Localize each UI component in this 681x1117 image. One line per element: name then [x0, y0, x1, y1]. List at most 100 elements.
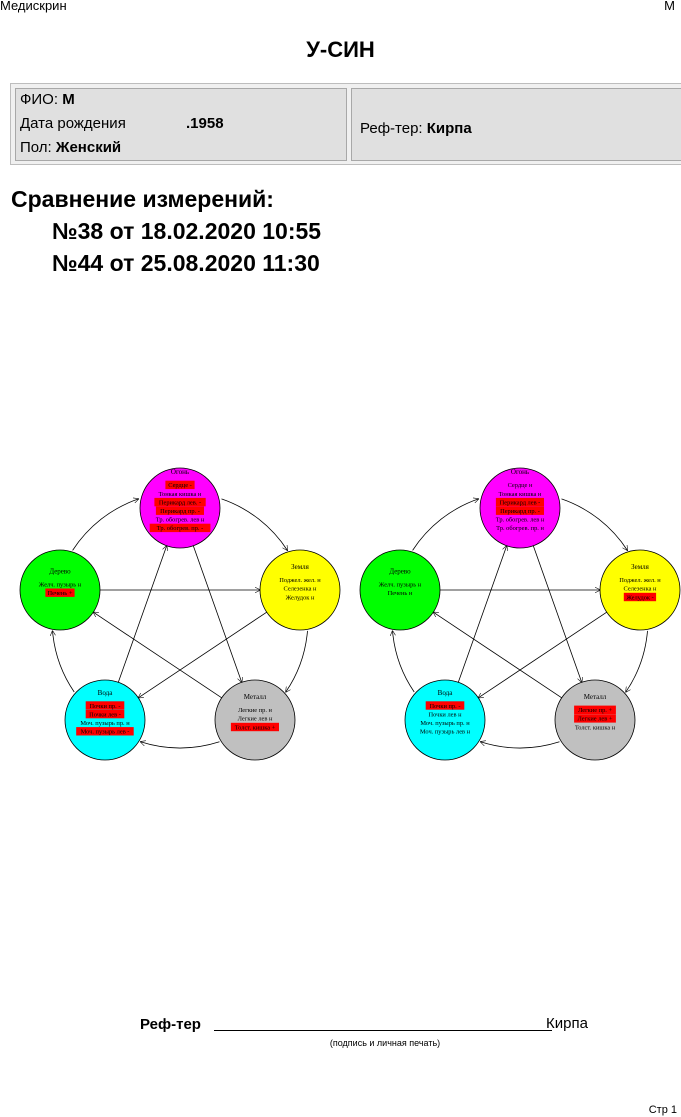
organ-reading: Легкие лев +	[578, 716, 613, 723]
organ-reading: Почки пр. -	[430, 703, 461, 710]
abnormal-highlight	[154, 497, 206, 507]
abnormal-highlight	[45, 588, 75, 597]
element-title-water: Вода	[98, 689, 114, 697]
app-name: Медискрин	[0, 0, 67, 13]
organ-reading: Моч. пузырь лев н	[420, 729, 471, 736]
control-arrow-earth-water	[478, 611, 607, 698]
organ-reading: Перикард лев. -	[159, 499, 201, 506]
organ-reading: Почки лев н	[428, 711, 462, 718]
abnormal-highlight	[425, 701, 465, 710]
abnormal-highlight	[76, 727, 134, 736]
signature-name: Кирпа	[546, 1015, 588, 1032]
organ-reading: Желудок -	[626, 594, 654, 601]
organ-reading: Печень +	[48, 590, 73, 597]
abnormal-highlight	[155, 506, 204, 515]
organ-reading: Тр. обогрев. пр. н	[496, 525, 544, 532]
abnormal-highlight	[574, 714, 616, 723]
abnormal-highlight	[495, 506, 544, 515]
dob-row: Дата рождения .1958	[20, 115, 224, 132]
organ-reading: Сердце -	[168, 482, 192, 489]
page-number: Стр 1	[648, 1104, 677, 1116]
organ-reading: Перикард лев -	[500, 499, 541, 506]
cycle-arrow-metal	[141, 742, 220, 749]
organ-reading: Толст. кишка +	[235, 724, 276, 731]
element-circle-water	[64, 679, 146, 761]
signature-note: (подпись и личная печать)	[329, 1038, 441, 1048]
organ-reading: Почки пр. -	[90, 703, 121, 710]
organ-reading: Желудок н	[286, 594, 315, 601]
comparison-heading: Сравнение измерений:	[11, 186, 274, 212]
sex-label: Пол:	[20, 139, 52, 156]
control-arrow-earth-water	[138, 611, 267, 698]
dob-value: .1958	[186, 115, 224, 132]
abnormal-highlight	[149, 523, 211, 533]
organ-reading: Почки лев -	[89, 711, 121, 718]
element-circle-earth	[599, 549, 681, 631]
organ-reading: Моч. пузырь пр. н	[80, 720, 130, 727]
cycle-arrow-fire	[221, 498, 288, 551]
cycle-arrow-wood	[412, 499, 479, 551]
cycle-arrow-water	[393, 631, 415, 693]
control-arrow-metal-wood	[433, 612, 562, 699]
control-arrow-metal-wood	[93, 612, 222, 699]
abnormal-highlight	[623, 592, 657, 602]
organ-reading: Моч. пузырь лев -	[81, 729, 130, 736]
control-arrow-fire-metal	[192, 545, 241, 683]
sex-value: Женский	[55, 139, 122, 156]
element-circle-metal	[214, 679, 296, 761]
fio-label: ФИО:	[20, 91, 59, 108]
organ-reading: Толст. кишка н	[575, 724, 616, 731]
element-circle-water	[404, 679, 486, 761]
element-title-fire: Огонь	[511, 468, 529, 476]
organ-reading: Тонкая кишка н	[499, 491, 542, 498]
patient-details-cell: ФИО: М Дата рождения .1958 Пол: Женский	[15, 88, 347, 161]
organ-reading: Желч. пузырь н	[379, 581, 422, 588]
element-title-fire: Огонь	[171, 468, 189, 476]
element-circle-wood	[359, 549, 441, 631]
cycle-arrow-metal	[481, 742, 560, 749]
organ-reading: Легкие пр. +	[578, 707, 613, 714]
control-arrow-fire-metal	[532, 545, 581, 683]
element-title-water: Вода	[438, 689, 454, 697]
signature-line	[214, 1030, 552, 1031]
fio-row: ФИО: М	[20, 91, 75, 108]
organ-reading: Тр. обогрев. лев н	[156, 517, 205, 524]
organ-reading: Моч. пузырь пр. н	[420, 720, 470, 727]
element-title-earth: Земля	[291, 563, 310, 571]
organ-reading: Легкие лев н	[238, 716, 273, 723]
organ-reading: Селезенка н	[624, 586, 658, 593]
header-right-text: М	[664, 0, 675, 13]
control-arrow-water-fire	[117, 546, 166, 683]
referrer-label: Реф-тер:	[360, 120, 423, 137]
organ-reading: Печень н	[388, 590, 413, 597]
organ-reading: Поджел. жел. н	[619, 577, 661, 584]
organ-reading: Тр. обогрев. пр. -	[157, 525, 204, 532]
abnormal-highlight	[574, 705, 616, 714]
control-arrow-water-fire	[457, 546, 506, 683]
referrer-value: Кирпа	[426, 120, 472, 137]
abnormal-highlight	[165, 480, 195, 490]
cycle-arrow-water	[53, 631, 75, 693]
abnormal-highlight	[495, 497, 544, 507]
fio-value: М	[62, 91, 75, 108]
organ-reading: Поджел. жел. н	[279, 577, 321, 584]
page-title: У-СИН	[306, 37, 375, 62]
cycle-arrow-fire	[561, 498, 628, 551]
element-title-metal: Металл	[244, 693, 267, 701]
abnormal-highlight	[85, 701, 125, 710]
sex-row: Пол: Женский	[20, 139, 121, 156]
organ-reading: Легкие пр. н	[238, 707, 273, 714]
organ-reading: Перикард пр. -	[160, 508, 200, 515]
organ-reading: Тонкая кишка н	[159, 491, 202, 498]
patient-info-panel: ФИО: М Дата рождения .1958 Пол: Женский …	[10, 83, 681, 165]
